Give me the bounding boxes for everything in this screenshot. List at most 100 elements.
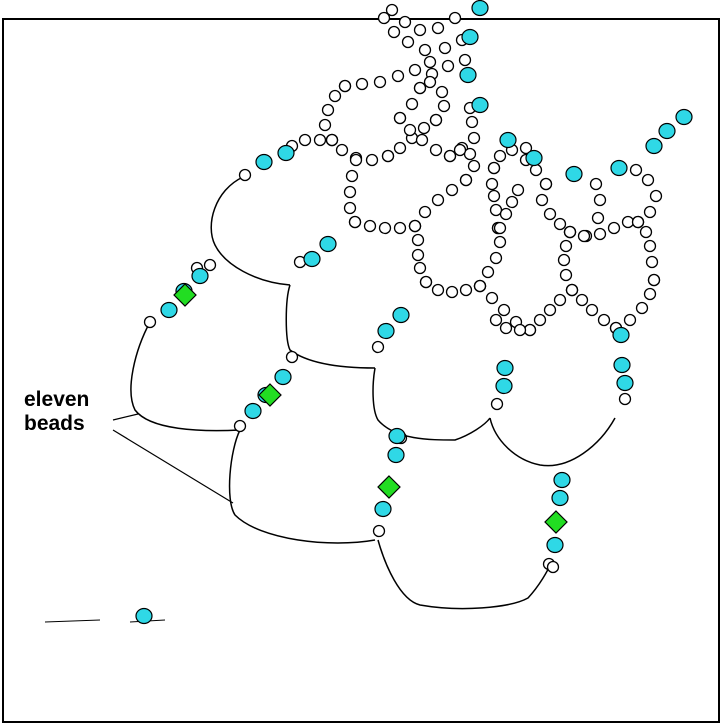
small-bead <box>363 219 377 233</box>
small-bead <box>607 221 621 235</box>
accent-bead <box>551 489 569 507</box>
accent-bead <box>160 301 178 319</box>
accent-bead <box>277 144 295 162</box>
small-bead <box>443 149 457 163</box>
small-bead <box>371 340 385 354</box>
small-bead <box>631 215 645 229</box>
thread-line <box>228 429 376 544</box>
small-bead <box>535 193 549 207</box>
callout-line-2: beads <box>24 412 85 435</box>
small-bead <box>429 113 443 127</box>
accent-bead <box>459 66 477 84</box>
small-bead <box>408 63 422 77</box>
small-bead <box>563 225 577 239</box>
small-bead <box>435 85 449 99</box>
small-bead <box>559 268 573 282</box>
small-bead <box>431 283 445 297</box>
small-bead <box>621 215 635 229</box>
small-bead <box>623 313 637 327</box>
small-bead <box>318 118 332 132</box>
small-bead <box>467 159 481 173</box>
small-bead <box>489 313 503 327</box>
small-bead <box>565 283 579 297</box>
small-bead <box>393 111 407 125</box>
small-bead <box>335 143 349 157</box>
small-bead <box>618 392 632 406</box>
small-bead <box>413 23 427 37</box>
small-bead <box>513 323 527 337</box>
callout-label: eleven beads <box>24 388 89 436</box>
small-bead <box>557 253 571 267</box>
small-bead <box>441 59 455 73</box>
small-bead <box>413 81 427 95</box>
small-bead <box>577 229 591 243</box>
small-bead <box>559 239 573 253</box>
accent-bead <box>495 377 513 395</box>
small-bead <box>519 141 533 155</box>
small-bead <box>343 201 357 215</box>
accent-bead <box>244 402 262 420</box>
small-bead <box>465 115 479 129</box>
thread-line <box>130 321 241 432</box>
callout-line-1: eleven <box>24 388 90 411</box>
small-bead <box>298 133 312 147</box>
accent-bead <box>191 267 209 285</box>
small-bead <box>485 177 499 191</box>
small-bead <box>543 303 557 317</box>
accent-bead <box>392 306 410 324</box>
small-bead <box>385 3 399 17</box>
accent-bead <box>387 446 405 464</box>
small-bead <box>387 25 401 39</box>
small-bead <box>348 215 362 229</box>
small-bead <box>391 69 405 83</box>
accent-bead <box>546 536 564 554</box>
thread-lines <box>44 176 616 623</box>
accent-bead <box>274 368 292 386</box>
small-bead <box>405 97 419 111</box>
small-bead <box>373 75 387 89</box>
thread-line <box>377 539 551 610</box>
callout-leader-lines <box>112 413 234 504</box>
small-bead <box>338 79 352 93</box>
small-bead <box>539 177 553 191</box>
small-bead <box>403 123 417 137</box>
small-bead <box>459 173 473 187</box>
small-bead <box>553 217 567 231</box>
small-bead <box>453 143 467 157</box>
small-bead <box>645 255 659 269</box>
small-bead <box>523 323 537 337</box>
accent-bead <box>525 149 543 167</box>
small-bead <box>458 53 472 67</box>
small-bead <box>398 15 412 29</box>
accent-bead-group <box>135 0 693 625</box>
accent-bead <box>613 356 631 374</box>
small-bead <box>431 21 445 35</box>
small-bead <box>377 11 391 25</box>
small-bead <box>238 168 252 182</box>
accent-bead <box>255 153 273 171</box>
accent-bead <box>658 122 676 140</box>
small-bead <box>381 149 395 163</box>
small-bead <box>499 321 513 335</box>
accent-bead <box>610 159 628 177</box>
small-bead <box>345 169 359 183</box>
leader-line <box>112 429 234 504</box>
accent-bead <box>553 471 571 489</box>
small-bead <box>473 279 487 293</box>
small-bead <box>485 291 499 305</box>
small-bead <box>591 211 605 225</box>
accent-bead <box>616 374 634 392</box>
small-bead <box>585 303 599 317</box>
diagram-frame <box>2 18 720 723</box>
small-bead <box>233 419 247 433</box>
small-bead <box>543 207 557 221</box>
small-bead <box>438 41 452 55</box>
small-bead <box>493 235 507 249</box>
accent-bead <box>675 108 693 126</box>
small-bead <box>643 205 657 219</box>
accent-bead <box>496 359 514 377</box>
small-bead <box>589 177 603 191</box>
small-bead <box>533 313 547 327</box>
small-bead <box>629 163 643 177</box>
accent-bead <box>374 500 392 518</box>
